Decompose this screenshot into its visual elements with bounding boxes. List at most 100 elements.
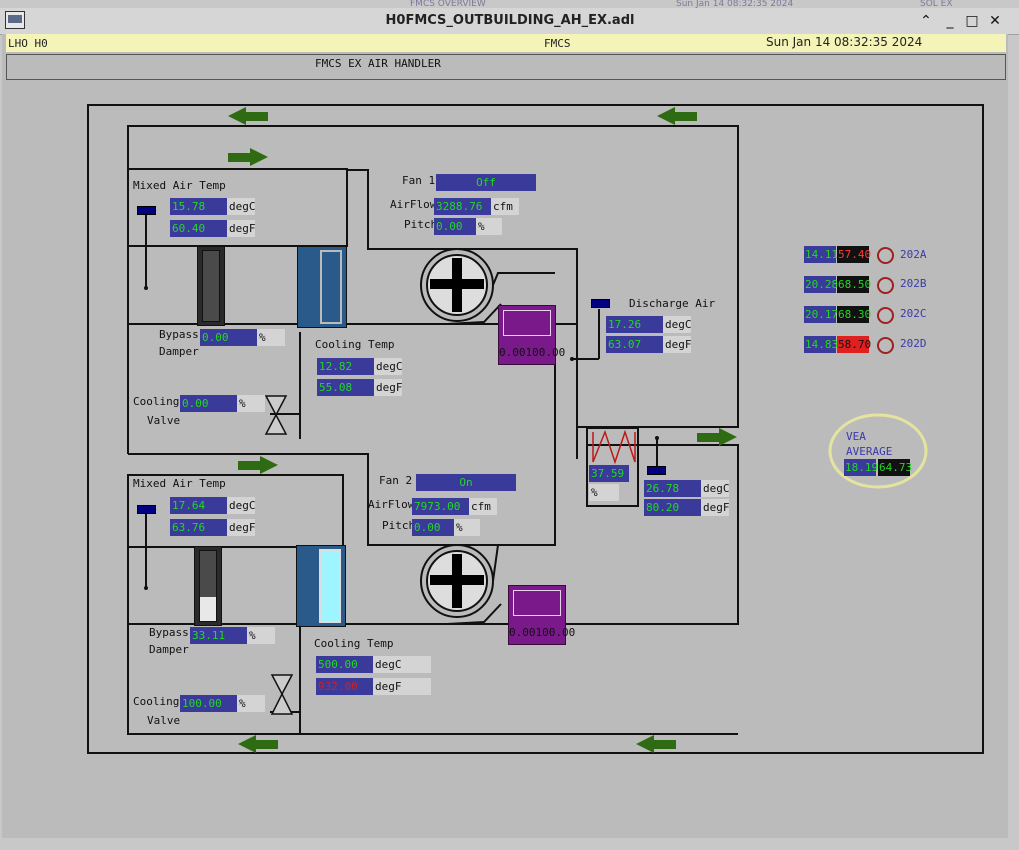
vea-average-c: 18.19 <box>844 459 879 476</box>
unit1-cool-c-unit: degC <box>374 358 403 375</box>
room-202c-label[interactable]: 202C <box>900 307 927 320</box>
unit2-cooling-coil-gauge <box>296 545 346 627</box>
heater-value: 37.59 <box>589 465 629 482</box>
duct-diagram <box>87 104 984 754</box>
fan1-pitch-label: Pitch <box>404 218 438 231</box>
return-c-unit: degC <box>701 480 730 497</box>
maximize-button[interactable]: □ <box>965 13 979 29</box>
arrow-unit2-in <box>238 456 278 474</box>
valve-2-top <box>270 674 294 696</box>
room-202b-status-icon[interactable] <box>877 277 894 294</box>
unit2-cooling-label: Cooling <box>133 695 180 708</box>
unit2-mixed-c-unit: degC <box>227 497 256 514</box>
discharge-c-unit: degC <box>663 316 692 333</box>
unit1-mixed-f-unit: degF <box>227 220 256 237</box>
discharge-sensor[interactable] <box>591 299 610 308</box>
valve-2-bottom <box>270 692 294 715</box>
fan2-state: On <box>416 474 516 491</box>
discharge-c-value: 17.26 <box>606 316 663 333</box>
unit1-bypass-label: Bypass <box>159 328 199 341</box>
valve-1-top <box>264 395 288 417</box>
room-202a-f: 57.40 <box>837 246 872 263</box>
unit1-bypass-value: 0.00 <box>200 329 257 346</box>
discharge-f-unit: degF <box>663 336 692 353</box>
room-202d-f: 58.70 <box>837 336 872 353</box>
fan1-pitch-value: 0.00 <box>434 218 476 235</box>
room-202d-label[interactable]: 202D <box>900 337 927 350</box>
fan2-meter-value: 0.00100.00 <box>509 626 576 639</box>
unit2-mixed-c-value: 17.64 <box>170 497 227 514</box>
vea-average-label: AVERAGE <box>846 445 893 458</box>
room-202a-label[interactable]: 202A <box>900 248 927 261</box>
discharge-f-value: 63.07 <box>606 336 663 353</box>
unit2-cool-f-value: 932.00 <box>316 678 373 695</box>
unit1-cooling-valve-value: 0.00 <box>180 395 237 412</box>
unit2-mixed-air-sensor[interactable] <box>137 505 156 514</box>
fan-1-graphic <box>420 248 555 325</box>
unit1-cooling-coil-gauge <box>297 246 347 328</box>
room-202c-f: 68.30 <box>837 306 872 323</box>
fan2-airflow-value: 7973.00 <box>412 498 469 515</box>
unit1-mixed-air-label: Mixed Air Temp <box>133 179 226 192</box>
arrow-bottom-right <box>636 735 676 753</box>
fan1-state: Off <box>436 174 536 191</box>
window-titlebar[interactable]: H0FMCS_OUTBUILDING_AH_EX.adl ⌃ _ □ ✕ <box>0 8 1019 35</box>
valve-1-bottom <box>264 413 288 435</box>
fan1-meter: 0.00100.00 <box>498 305 566 365</box>
fan2-label: Fan 2 <box>379 474 413 487</box>
site-label: LHO H0 <box>8 37 48 50</box>
window-menu-icon[interactable] <box>5 11 25 29</box>
room-202a-c: 14.11 <box>804 246 839 263</box>
header-bar: LHO H0 FMCS Sun Jan 14 08:32:35 2024 <box>6 34 1006 52</box>
room-202a-status-icon[interactable] <box>877 247 894 264</box>
vea-label: VEA <box>846 430 866 443</box>
unit1-cool-c-value: 12.82 <box>317 358 374 375</box>
fan2-pitch-label: Pitch <box>382 519 416 532</box>
unit2-mixed-f-unit: degF <box>227 519 256 536</box>
close-button[interactable]: ✕ <box>989 13 1001 29</box>
unit1-mixed-f-value: 60.40 <box>170 220 227 237</box>
arrow-unit1-in <box>228 148 268 166</box>
fan2-airflow-label: AirFlow <box>368 498 415 511</box>
vea-ellipse <box>828 413 928 489</box>
panel-title-frame: FMCS EX AIR HANDLER <box>6 54 1006 80</box>
background-window-datetime: Sun Jan 14 08:32:35 2024 <box>676 0 794 8</box>
arrow-bottom-left <box>238 735 278 753</box>
unit1-cooling-valve-unit: % <box>237 395 265 412</box>
fan2-airflow-unit: cfm <box>469 498 497 515</box>
minimize-button[interactable]: _ <box>946 13 954 29</box>
unit2-cool-c-unit: degC <box>373 656 431 673</box>
unit1-bypass-damper-gauge <box>197 246 225 326</box>
unit2-bypass-value: 33.11 <box>190 627 247 644</box>
return-c-value: 26.78 <box>644 480 701 497</box>
unit1-mixed-air-sensor[interactable] <box>137 206 156 215</box>
unit2-damper-label: Damper <box>149 643 189 656</box>
unit2-bypass-unit: % <box>247 627 275 644</box>
room-202b-f: 68.50 <box>837 276 872 293</box>
room-202d-c: 14.83 <box>804 336 839 353</box>
unit2-mixed-air-label: Mixed Air Temp <box>133 477 226 490</box>
unit1-damper-label: Damper <box>159 345 199 358</box>
unit1-cool-f-value: 55.08 <box>317 379 374 396</box>
discharge-label: Discharge Air <box>629 297 716 310</box>
unit2-cool-f-unit: degF <box>373 678 431 695</box>
return-sensor[interactable] <box>647 466 666 475</box>
room-202c-c: 20.17 <box>804 306 839 323</box>
fan2-meter: 0.00100.00 <box>508 585 576 645</box>
unit1-cool-f-unit: degF <box>374 379 403 396</box>
room-202d-status-icon[interactable] <box>877 337 894 354</box>
shade-button[interactable]: ⌃ <box>920 13 932 29</box>
unit2-cooling-valve-value: 100.00 <box>180 695 237 712</box>
fan1-airflow-unit: cfm <box>491 198 519 215</box>
fan2-pitch-unit: % <box>454 519 480 536</box>
vea-average-f: 64.73 <box>878 459 913 476</box>
room-202c-status-icon[interactable] <box>877 307 894 324</box>
room-202b-label[interactable]: 202B <box>900 277 927 290</box>
return-f-unit: degF <box>701 499 730 516</box>
unit2-cooling-valve-unit: % <box>237 695 265 712</box>
unit1-cooling-label: Cooling <box>133 395 180 408</box>
heater-unit: % <box>589 484 619 501</box>
background-window-title: FMCS OVERVIEW <box>410 0 486 8</box>
fan1-meter-value: 0.00100.00 <box>499 346 566 359</box>
background-window-label: SOL EX <box>920 0 953 8</box>
